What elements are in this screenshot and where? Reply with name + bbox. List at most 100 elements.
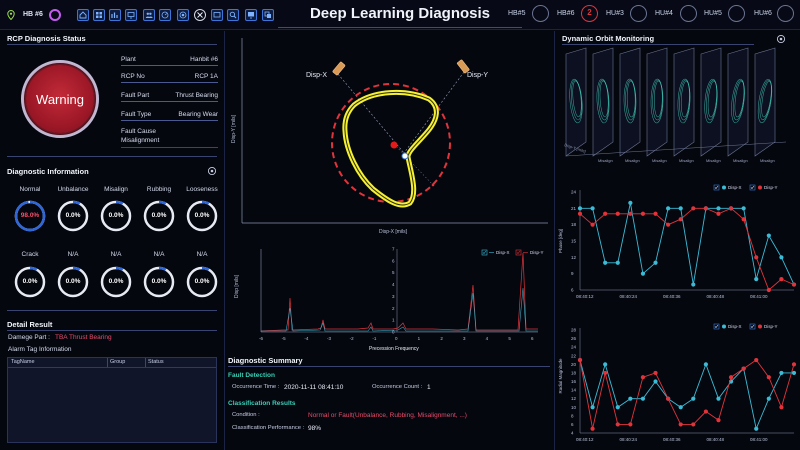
search-button[interactable]	[227, 9, 239, 21]
unit-label-hu4[interactable]: HU#4	[655, 10, 673, 17]
home-button[interactable]	[77, 9, 89, 21]
grid-icon	[96, 12, 102, 18]
series-point	[628, 422, 633, 427]
frame-label: Misalign	[679, 158, 694, 163]
series-point	[640, 271, 646, 276]
legend-checkbox-disp-x[interactable]	[481, 249, 488, 256]
monitor-icon	[127, 12, 135, 19]
info-key: Fault Type	[121, 111, 152, 118]
column-header-tagname[interactable]: TagName	[11, 359, 35, 365]
spectrum-y-tick: 0	[392, 330, 395, 335]
legend-label-disp-y: Disp-Y	[530, 250, 544, 255]
close-button[interactable]	[194, 9, 206, 21]
y-tick-label: 8	[571, 413, 574, 418]
frame-label: Misalign	[625, 158, 640, 163]
unit-status-hu4[interactable]	[680, 5, 697, 22]
info-row-fault-cause: Fault Cause	[121, 127, 218, 138]
dynamic-settings-gear-icon[interactable]	[776, 34, 786, 44]
plant-selector[interactable]: HB #6	[23, 11, 43, 18]
unit-label-hb5[interactable]: HB#5	[508, 10, 526, 17]
display-icon	[248, 12, 254, 19]
unit-status-hu5[interactable]	[728, 5, 745, 22]
info-key: RCP No	[121, 73, 145, 80]
series-point	[653, 370, 658, 376]
x-tick-label: 08:40:24	[620, 437, 638, 442]
people-icon	[145, 12, 153, 18]
series-point	[590, 222, 595, 227]
legend-checkbox-disp-y[interactable]	[515, 249, 522, 256]
alarm-tag-table[interactable]: TagName Group Status	[7, 357, 217, 443]
gauge-label: N/A	[110, 251, 122, 258]
legend-checkbox[interactable]	[713, 323, 720, 330]
legend-checkbox[interactable]	[713, 184, 720, 191]
spectrum-x-tick: 3	[463, 336, 466, 341]
check-icon	[714, 185, 719, 189]
unit-label-hu5[interactable]: HU#5	[704, 10, 722, 17]
series-point	[603, 260, 608, 265]
column-header-group[interactable]: Group	[110, 359, 126, 365]
series-point	[779, 255, 784, 260]
title-underline	[278, 27, 522, 28]
spectrum-x-tick: -1	[372, 336, 376, 341]
target-button[interactable]	[177, 9, 189, 21]
series-point	[791, 362, 797, 367]
probe-x-label: Disp-X	[306, 72, 327, 79]
orbit-frame: Misalign	[700, 47, 722, 163]
spectrum-trace-disp-y	[260, 252, 538, 332]
unit-label-hu3[interactable]: HU#3	[606, 10, 624, 17]
warning-ring	[21, 60, 99, 138]
x-tick-label: 08:41:00	[750, 437, 768, 442]
y-tick-label: 18	[571, 222, 577, 227]
gauge-arc	[143, 200, 175, 232]
home-icon	[79, 11, 87, 19]
series-point	[653, 379, 658, 384]
column-header-status[interactable]: Status	[148, 359, 164, 365]
orbit-frame: Misalign	[754, 47, 776, 163]
probe-x-icon	[332, 61, 346, 76]
y-tick-label: 12	[571, 255, 577, 260]
chart-button[interactable]	[109, 9, 121, 21]
unit-label-hb6[interactable]: HB#6	[557, 10, 575, 17]
probe-x-line	[337, 73, 405, 154]
monitor-button[interactable]	[125, 9, 137, 21]
screen-button[interactable]	[211, 9, 223, 21]
x-tick-label: 08:40:48	[707, 437, 725, 442]
check-icon	[714, 324, 719, 328]
occurrence-time-label: Occurrence Time :	[232, 384, 280, 390]
series-point	[615, 422, 620, 427]
section-title-detail: Detail Result	[7, 320, 53, 329]
unit-status-hu3[interactable]	[630, 5, 647, 22]
series-point	[640, 375, 646, 380]
gauge-value: 0.0%	[151, 212, 167, 219]
layers-button[interactable]	[262, 9, 274, 21]
unit-label-hu6[interactable]: HU#6	[754, 10, 772, 17]
legend-label-disp-x: Disp-X	[496, 250, 510, 255]
y-tick-label: 20	[571, 362, 577, 367]
orbit-plot: Disp-X Disp-Y Disp-X [mils] Disp-Y [mils…	[231, 38, 548, 235]
series-point	[716, 396, 721, 401]
legend-checkbox[interactable]	[749, 184, 756, 191]
occurrence-count-label: Occurrence Count :	[372, 384, 423, 390]
grid-button[interactable]	[93, 9, 105, 21]
people-button[interactable]	[143, 9, 155, 21]
gauge-icon	[161, 11, 169, 19]
display-button[interactable]	[245, 9, 257, 21]
legend-checkbox[interactable]	[749, 323, 756, 330]
series-point	[754, 426, 759, 431]
gauge-button[interactable]	[159, 9, 171, 21]
classification-performance-value: 98%	[308, 425, 322, 432]
diagnostic-settings-gear-icon[interactable]	[207, 166, 217, 176]
unit-status-hb6[interactable]: 2	[581, 5, 598, 22]
gauge-na-6: 0.0%	[56, 265, 90, 299]
series-point	[577, 206, 583, 211]
close-icon	[197, 12, 203, 18]
x-tick-label: 08:40:12	[576, 437, 594, 442]
damage-part-label: Damege Part :	[8, 334, 50, 341]
unit-status-hb5[interactable]	[532, 5, 549, 22]
gauge-value: 0.0%	[65, 278, 81, 285]
unit-status-hu6[interactable]	[777, 5, 794, 22]
frame-label: Misalign	[760, 158, 775, 163]
series-point	[628, 200, 633, 205]
